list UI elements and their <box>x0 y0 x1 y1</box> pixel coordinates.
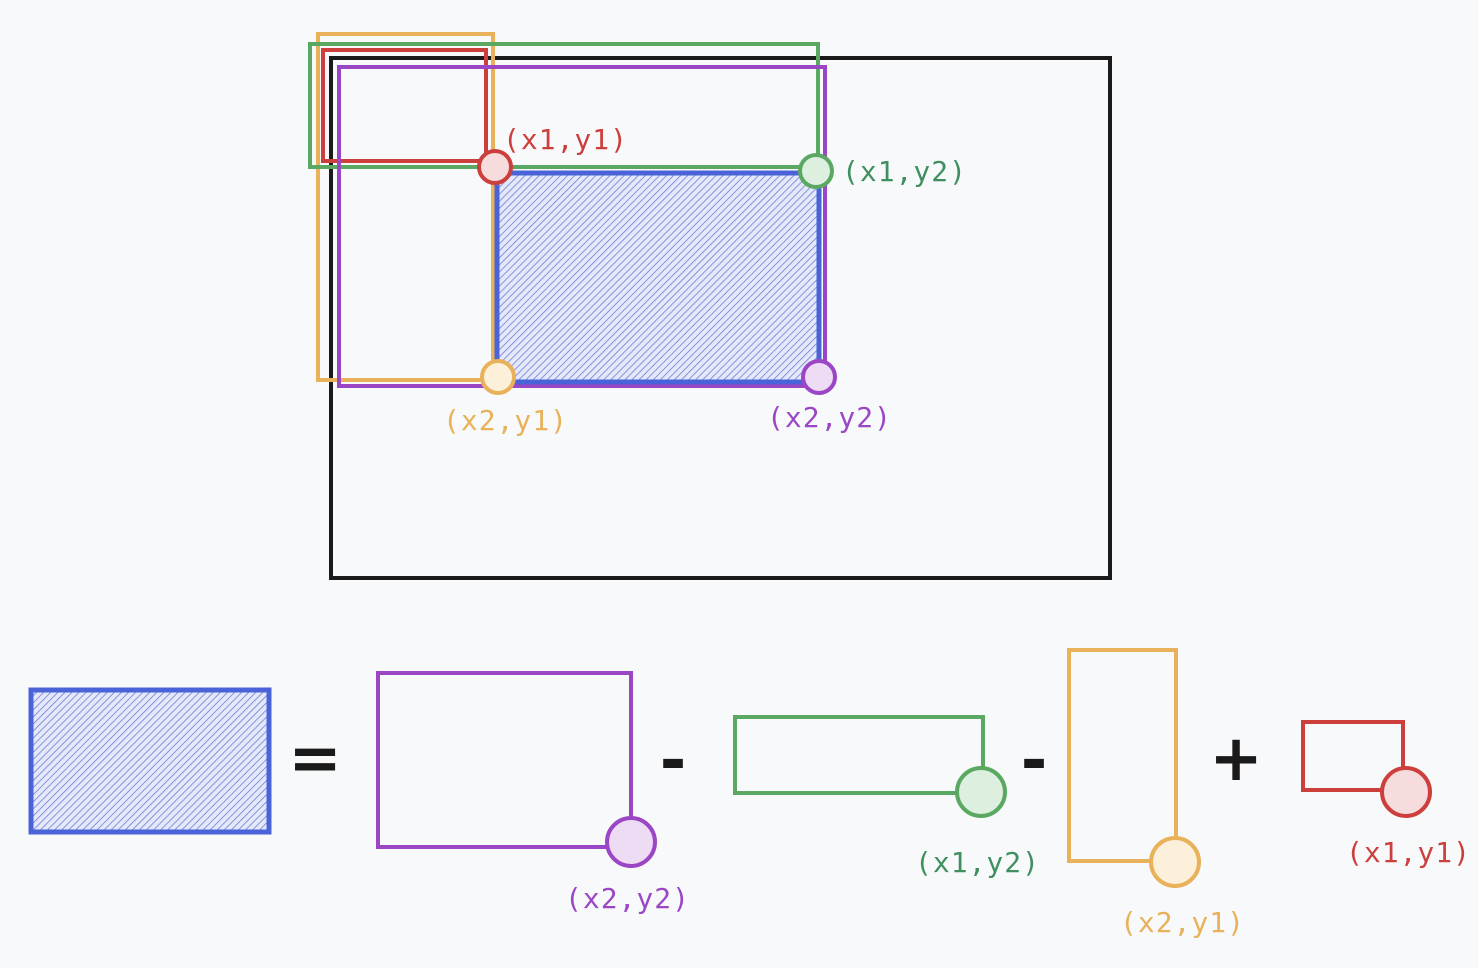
target-region-hatched <box>494 170 822 385</box>
purple-region-equation <box>376 671 633 849</box>
green-region-top <box>308 42 820 169</box>
label-x2y1-top: (x2,y1) <box>443 404 568 437</box>
target-region-equation <box>28 687 272 835</box>
label-x2y2-equation: (x2,y2) <box>565 882 690 915</box>
equals-sign: = <box>288 722 342 796</box>
plus-sign: + <box>1209 722 1263 796</box>
corner-x1y1-dot <box>477 149 513 185</box>
corner-x2y1-dot <box>480 359 516 395</box>
corner-x2y2-dot <box>801 359 837 395</box>
label-x1y1-equation: (x1,y1) <box>1346 836 1471 869</box>
purple-region-top <box>337 65 827 388</box>
orange-region-top <box>316 32 495 382</box>
label-x2y2-top: (x2,y2) <box>767 401 892 434</box>
label-x1y2-equation: (x1,y2) <box>915 846 1040 879</box>
red-region-top <box>321 48 488 163</box>
minus-sign-2: - <box>1021 724 1048 798</box>
equation-row: = (x2,y2) - (x1,y2) - (x2,y1) + (x1,y1) <box>28 648 1471 939</box>
corner-x1y2-dot-equation <box>955 766 1007 818</box>
corner-x1y1-dot-equation <box>1380 766 1432 818</box>
top-composite: (x1,y1) (x1,y2) (x2,y1) (x2,y2) <box>308 32 1112 580</box>
corner-x2y1-dot-equation <box>1149 836 1201 888</box>
label-x2y1-equation: (x2,y1) <box>1120 906 1245 939</box>
image-frame <box>329 56 1112 580</box>
green-region-equation <box>733 715 985 795</box>
red-region-equation <box>1301 720 1405 792</box>
orange-region-equation <box>1067 648 1178 863</box>
label-x1y1-top: (x1,y1) <box>503 123 628 156</box>
corner-x1y2-dot <box>798 153 834 189</box>
minus-sign-1: - <box>660 724 687 798</box>
label-x1y2-top: (x1,y2) <box>842 155 967 188</box>
corner-x2y2-dot-equation <box>605 816 657 868</box>
